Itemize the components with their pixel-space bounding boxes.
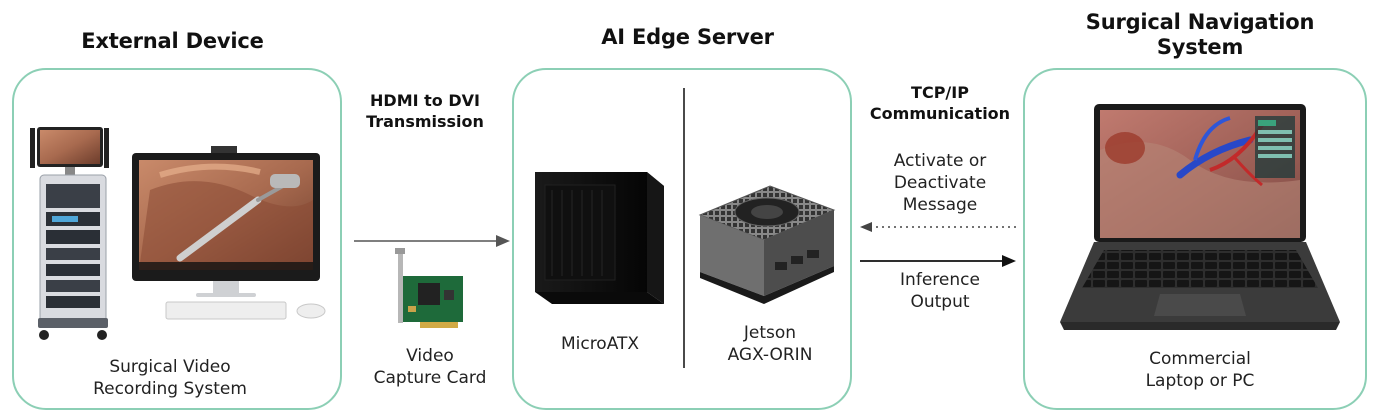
jetson-label-line2: AGX-ORIN <box>727 345 813 365</box>
external-device-title: External Device <box>81 29 264 53</box>
activate-line2: Deactivate <box>893 173 987 193</box>
activate-line1: Activate or <box>893 151 987 171</box>
inference-line2: Output <box>910 292 970 312</box>
inference-line1: Inference <box>900 270 980 290</box>
surgical-monitor-icon <box>132 146 326 320</box>
activate-arrowhead <box>860 222 872 232</box>
jetson-label: Jetson AGX-ORIN <box>700 322 840 366</box>
jetson-orin-icon <box>698 185 836 304</box>
surgical-video-caption-line1: Surgical Video <box>109 357 231 377</box>
tcp-label: TCP/IP Communication <box>855 82 1025 124</box>
microatx-label: MicroATX <box>560 334 640 354</box>
microatx-case-icon <box>535 172 664 304</box>
surgical-navigation-title-line1: Surgical Navigation <box>1085 10 1315 34</box>
hdmi-label-line2: Transmission <box>366 112 484 131</box>
laptop-caption-line1: Commercial <box>1149 349 1251 369</box>
surgical-video-caption: Surgical Video Recording System <box>60 356 280 400</box>
tcp-label-line2: Communication <box>869 104 1011 123</box>
inference-output-label: Inference Output <box>865 269 1015 313</box>
activate-message-label: Activate or Deactivate Message <box>865 150 1015 216</box>
ai-edge-server-title: AI Edge Server <box>601 25 774 49</box>
activate-line3: Message <box>902 195 978 215</box>
hdmi-label-line1: HDMI to DVI <box>370 91 480 110</box>
capture-card-caption-line1: Video <box>406 346 454 366</box>
laptop-caption-line2: Laptop or PC <box>1145 371 1255 391</box>
inference-arrowhead <box>1002 255 1016 267</box>
jetson-label-line1: Jetson <box>743 323 797 343</box>
surgical-video-caption-line2: Recording System <box>93 379 247 399</box>
capture-card-caption-line2: Capture Card <box>373 368 487 388</box>
laptop-caption: Commercial Laptop or PC <box>1090 348 1310 392</box>
capture-card-icon <box>395 248 463 328</box>
capture-card-caption: Video Capture Card <box>355 345 505 389</box>
laptop-icon <box>1060 104 1340 330</box>
hdmi-label: HDMI to DVI Transmission <box>345 90 505 132</box>
surgical-navigation-title-line2: System <box>1156 35 1244 59</box>
surgical-navigation-title: Surgical Navigation System <box>1040 10 1360 60</box>
tcp-label-line1: TCP/IP <box>911 83 969 102</box>
surgical-cart-icon <box>30 127 109 340</box>
hdmi-arrowhead <box>496 235 510 247</box>
